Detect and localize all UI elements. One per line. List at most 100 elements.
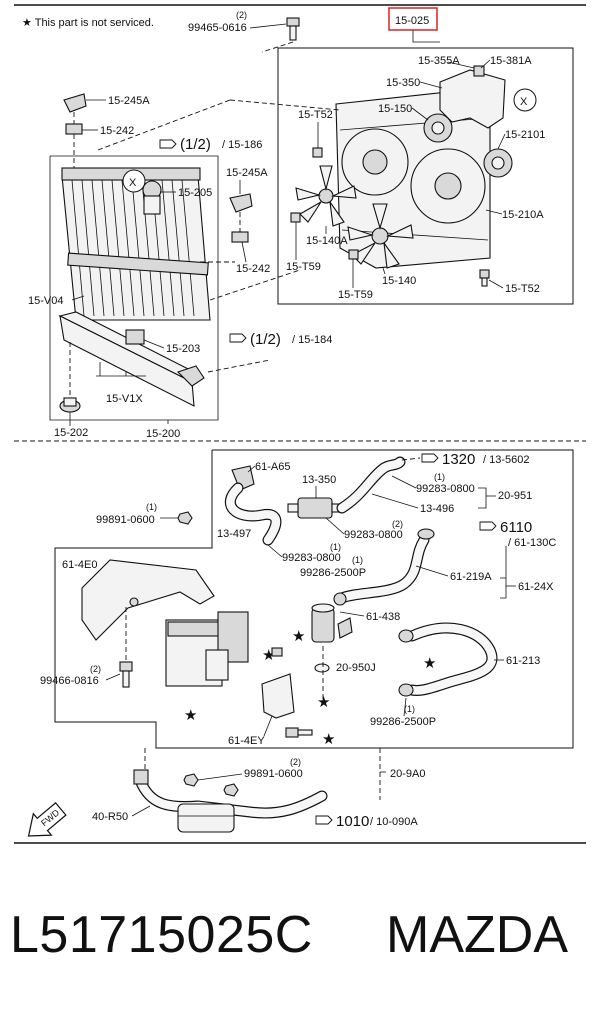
ref-arrow-icon-186: [159, 139, 177, 149]
bracket-61-4ey: [261, 673, 295, 719]
bolt-99466: [119, 661, 133, 688]
label-ref-6110: 6110: [500, 519, 532, 536]
radiator-cap: [142, 180, 162, 215]
bushing-15-242-left: [65, 123, 83, 135]
label-ref-1010: 1010: [336, 813, 369, 830]
x-mark-1-label: X: [520, 96, 528, 108]
label-99891-qty-1: (1): [146, 502, 157, 512]
label-15-242-left: 15-242: [100, 125, 134, 137]
ref-arrow-icon-6110: [479, 521, 497, 531]
label-15-186: / 15-186: [222, 139, 262, 151]
label-15-v1x: 15-V1X: [106, 393, 143, 405]
heater-unit: [165, 611, 249, 687]
label-15-381a: 15-381A: [490, 55, 532, 67]
radiator-core: [61, 167, 211, 321]
label-15-242-right: 15-242: [236, 263, 270, 275]
fan-assembly-frame: [277, 47, 574, 305]
label-13-5602: / 13-5602: [483, 454, 529, 466]
label-15-202: 15-202: [54, 427, 88, 439]
fan-motor-15-150: [423, 113, 453, 143]
label-13-350: 13-350: [302, 474, 336, 486]
x-mark-2-label: X: [129, 177, 137, 189]
label-61-4e0: 61-4E0: [62, 559, 97, 571]
fwd-arrow-icon: FWD: [27, 802, 67, 837]
resistor-20-950j: [311, 603, 335, 643]
part-footer: L51715025C MAZDA: [0, 890, 600, 980]
label-15-v04: 15-V04: [28, 295, 63, 307]
label-61-438: 61-438: [366, 611, 400, 623]
star-bolt: ★: [322, 731, 335, 748]
label-99286-qty-2: (1): [404, 704, 415, 714]
clamp-61-219a: [417, 528, 435, 540]
pipe-elbow: [133, 769, 149, 785]
label-15-140a: 15-140A: [306, 235, 348, 247]
label-99466-qty: (2): [90, 664, 101, 674]
label-ref-184: (1/2): [250, 331, 281, 348]
clamp-20-950j: [314, 663, 330, 673]
label-15-2101: 15-2101: [505, 129, 545, 141]
label-13-497: 13-497: [217, 528, 251, 540]
drain-plug-15-202: [59, 397, 81, 413]
label-15-210a: 15-210A: [502, 209, 544, 221]
clip-small: [271, 647, 283, 657]
label-15-t52-top: 15-T52: [298, 109, 333, 121]
ref-arrow-icon-1320: [421, 453, 439, 463]
label-13-496: 13-496: [420, 503, 454, 515]
fan-blade-15-140a: [295, 165, 357, 227]
part-number: L51715025C: [10, 906, 313, 964]
label-99283-0800-1: 99283-0800: [416, 483, 475, 495]
nut-99891-0600-1: [177, 511, 193, 525]
label-61-4ey: 61-4EY: [228, 735, 265, 747]
label-61-219a: 61-219A: [450, 571, 492, 583]
label-15-140: 15-140: [382, 275, 416, 287]
label-15-350: 15-350: [386, 77, 420, 89]
bushing-15-242-right: [231, 231, 249, 243]
label-99465-qty: (2): [236, 10, 247, 20]
label-99286-2500p-2: 99286-2500P: [370, 716, 436, 728]
label-40-r50: 40-R50: [92, 811, 128, 823]
fan-shroud: [335, 91, 491, 269]
fan-motor-15-2101: [483, 148, 513, 178]
label-15-025: 15-025: [395, 15, 429, 27]
bracket-61-4e0: [81, 559, 215, 641]
bolt-99465: [286, 17, 300, 41]
star-hose: ★: [423, 655, 436, 672]
label-99283-qty-1: (1): [434, 472, 445, 482]
label-99283-0800-2: 99283-0800: [344, 529, 403, 541]
not-serviced-notice: ★ This part is not serviced.: [22, 17, 154, 29]
label-61-213: 61-213: [506, 655, 540, 667]
label-20-950j: 20-950J: [336, 662, 376, 674]
label-99465-0616: 99465-0616: [188, 22, 247, 34]
coolant-reservoir: [439, 65, 506, 129]
label-99891-qty-2: (2): [290, 757, 301, 767]
label-15-245a-left: 15-245A: [108, 95, 150, 107]
bolt-15-t52-bottom: [479, 269, 490, 287]
label-15-t52-bottom: 15-T52: [505, 283, 540, 295]
label-99283-qty-3: (1): [330, 542, 341, 552]
star-heater: ★: [184, 707, 197, 724]
label-20-9a0: 20-9A0: [390, 768, 425, 780]
clamp-61-213-upper: [398, 629, 414, 643]
radiator-lower-guide: [58, 311, 205, 407]
label-99283-0800-3: 99283-0800: [282, 552, 341, 564]
x-mark-2: [122, 169, 146, 193]
label-20-951: 20-951: [498, 490, 532, 502]
label-61-130c: / 61-130C: [508, 537, 556, 549]
label-99286-2500p-1: 99286-2500P: [300, 567, 366, 579]
nut-15-t59-left: [290, 212, 301, 223]
label-ref-186: (1/2): [180, 136, 211, 153]
label-15-205: 15-205: [178, 187, 212, 199]
x-mark-1: [513, 88, 537, 112]
clamp-99286-lower: [398, 683, 414, 697]
label-99891-0600-2: 99891-0600: [244, 768, 303, 780]
bolt-61-4ey: [285, 727, 313, 738]
label-15-200: 15-200: [146, 428, 180, 440]
fuel-filter-13-350: [287, 497, 343, 519]
mount-15-245a-right: [229, 193, 253, 213]
clamp-99286-upper: [333, 592, 347, 606]
label-61-24x: 61-24X: [518, 581, 554, 593]
label-15-184: / 15-184: [292, 334, 332, 346]
label-ref-1320: 1320: [442, 451, 475, 468]
nuts-99891-0600-2: [183, 773, 239, 797]
label-15-150: 15-150: [378, 103, 412, 115]
